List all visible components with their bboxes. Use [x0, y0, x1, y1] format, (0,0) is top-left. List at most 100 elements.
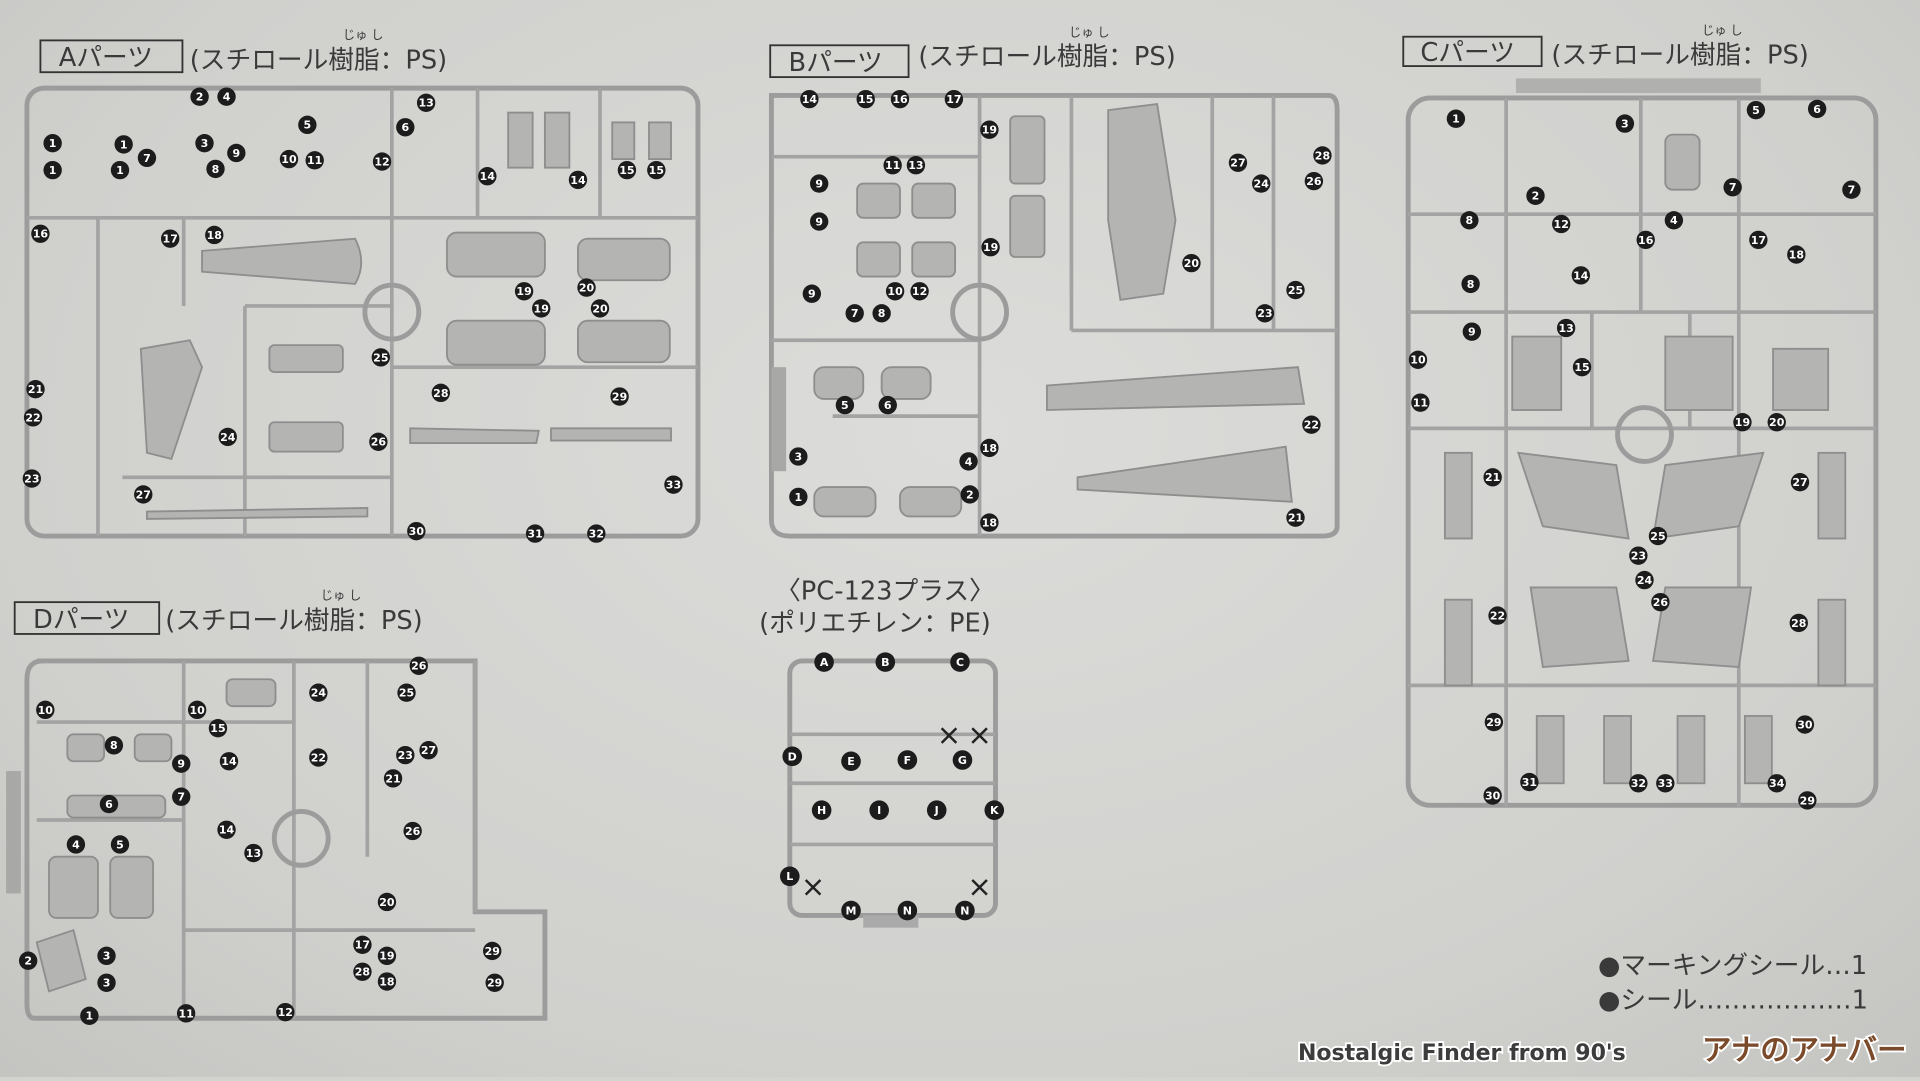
part-number-marker-d: 10	[36, 700, 55, 720]
runner-c	[1405, 78, 1879, 808]
part-number: 3	[1621, 118, 1629, 131]
part-number: 1	[49, 137, 57, 150]
part-number-marker-c: 7	[1723, 178, 1742, 197]
part-number-marker-a: 30	[407, 521, 426, 541]
part-number: 15	[619, 164, 634, 177]
runner-c-header: Cパーツ (スチロール樹脂：PS) じゅ し	[1402, 23, 1809, 71]
part-number: I	[877, 804, 881, 817]
part-number: 10	[1410, 354, 1426, 367]
part-number: 22	[1304, 419, 1319, 432]
accessories-list: ●マーキングシール…1 ●シール………………1	[1598, 951, 1868, 1015]
part-number-marker-a: 28	[431, 383, 450, 403]
part-number-marker-a: 4	[217, 87, 236, 106]
part-number: 6	[884, 399, 892, 412]
part-number: 7	[1848, 184, 1856, 197]
part-number: G	[958, 754, 967, 767]
part-number: 14	[221, 755, 237, 768]
part-number-marker-c: 32	[1629, 774, 1648, 793]
part-number: N	[903, 904, 912, 917]
runner-a-material: (スチロール樹脂：PS)	[190, 46, 447, 76]
part-number-marker-d: 6	[99, 794, 119, 814]
part-number: 29	[485, 945, 500, 958]
runner-c-material: (スチロール樹脂：PS)	[1551, 41, 1808, 71]
part-number-marker-d: 28	[353, 962, 372, 981]
part-number: 9	[177, 758, 185, 771]
part-number-marker-a: 1	[43, 160, 62, 180]
part-number: 4	[1670, 214, 1678, 227]
part-number-marker-pc: C	[950, 652, 970, 672]
part-number-marker-c: 16	[1636, 230, 1655, 250]
part-number-marker-d: 7	[172, 787, 191, 806]
part-number-marker-a: 31	[525, 524, 545, 543]
part-number: 14	[480, 170, 496, 183]
part-number-marker-a: 23	[22, 469, 42, 488]
part-number: 19	[379, 950, 394, 963]
part-number-marker-c: 29	[1484, 712, 1504, 732]
part-number-marker-d: 15	[208, 719, 228, 738]
part-number-marker-b: 23	[1255, 304, 1275, 323]
part-number-marker-a: 19	[514, 282, 534, 301]
part-number: 21	[28, 383, 43, 396]
part-number-marker-a: 25	[371, 348, 390, 367]
part-number-marker-b: 9	[802, 284, 822, 303]
runner-c-label: Cパーツ	[1420, 38, 1515, 68]
part-number: 21	[385, 772, 400, 785]
part-number: C	[956, 656, 964, 669]
part-number-marker-c: 11	[1411, 393, 1430, 412]
part-number-marker-pc: L	[780, 866, 800, 887]
part-number: 12	[912, 285, 927, 298]
part-number: 23	[1257, 307, 1272, 320]
runner-b-header: Bパーツ (スチロール樹脂：PS) じゅ し	[769, 26, 1176, 79]
part-number-marker-b: 21	[1286, 508, 1305, 527]
part-number-marker-a: 13	[416, 93, 436, 112]
part-number: 8	[110, 739, 118, 752]
part-number-marker-a: 8	[206, 159, 225, 179]
part-number-marker-b: 9	[810, 212, 829, 231]
part-number-marker-a: 32	[587, 524, 606, 543]
part-number-marker-pc: A	[814, 652, 834, 672]
part-number: 9	[815, 177, 823, 190]
part-number-marker-a: 14	[478, 167, 497, 186]
part-number-marker-d: 20	[377, 892, 397, 912]
part-number: 6	[105, 798, 113, 811]
part-number: 11	[307, 154, 322, 167]
part-number: 20	[1184, 257, 1200, 270]
part-number-marker-b: 19	[980, 120, 999, 139]
part-number: J	[934, 804, 939, 817]
part-number: 21	[1485, 471, 1500, 484]
part-number: 31	[1522, 776, 1537, 789]
part-number-marker-c: 26	[1651, 592, 1670, 612]
part-number-marker-d: 11	[176, 1004, 196, 1023]
part-number: 1	[49, 164, 57, 177]
part-number: 13	[246, 847, 261, 860]
part-number: 24	[220, 431, 236, 444]
part-number: 19	[983, 241, 998, 254]
part-number-marker-a: 1	[110, 160, 130, 180]
part-number: 14	[1573, 269, 1589, 282]
part-number: 14	[802, 93, 818, 106]
part-number-marker-b: 19	[981, 238, 1000, 257]
part-number-marker-b: 4	[959, 452, 978, 471]
part-number-marker-c: 30	[1483, 786, 1502, 805]
part-number-marker-pc: D	[782, 746, 803, 767]
part-number: 21	[1288, 512, 1303, 525]
part-number: 19	[1735, 416, 1750, 429]
part-number-marker-c: 33	[1656, 774, 1675, 793]
part-number: 33	[1658, 777, 1673, 790]
part-number: 6	[401, 121, 409, 134]
part-number: 17	[1751, 234, 1766, 247]
runner-pc-title: 〈PC-123プラス〉	[775, 577, 995, 607]
runner-pc-header: 〈PC-123プラス〉 (ポリエチレン：PE)	[759, 577, 995, 639]
part-number-marker-a: 20	[590, 299, 610, 318]
part-number-marker-c: 14	[1571, 266, 1590, 285]
runner-pc	[787, 658, 998, 928]
part-number-marker-c: 28	[1789, 613, 1808, 633]
part-number-marker-b: 18	[980, 438, 999, 458]
part-number-marker-a: 9	[227, 143, 246, 163]
part-number: 10	[887, 285, 903, 298]
part-number: 29	[1800, 794, 1815, 807]
part-number-marker-c: 8	[1460, 211, 1479, 230]
part-number: 25	[1288, 284, 1303, 297]
part-number-marker-a: 20	[577, 278, 596, 297]
